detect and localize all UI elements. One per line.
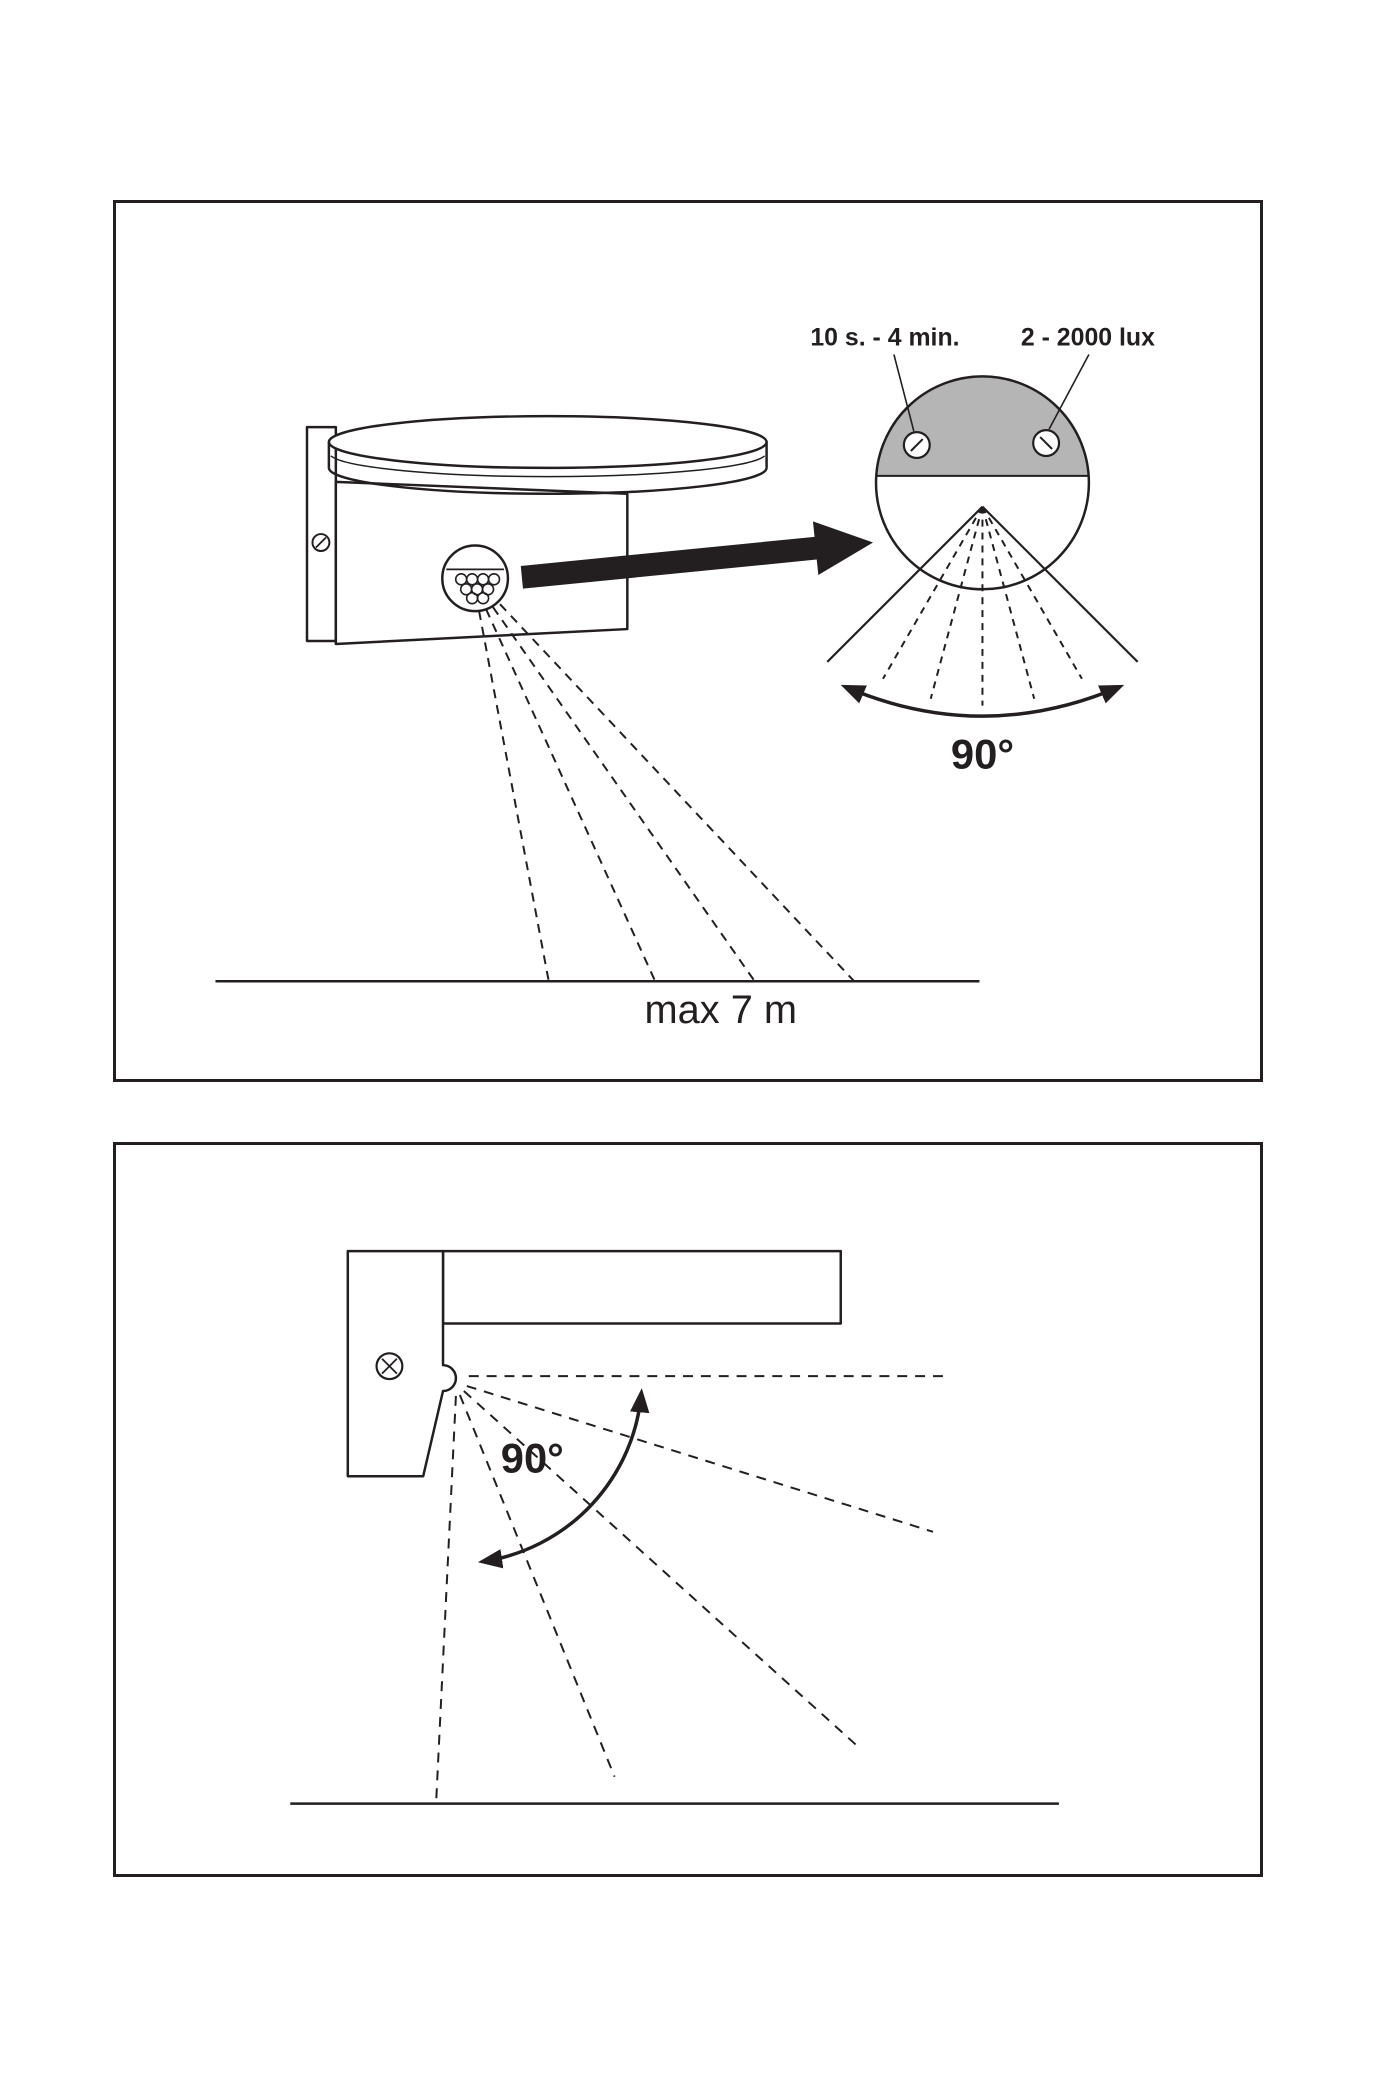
time-range-label: 10 s. - 4 min. xyxy=(810,324,959,352)
detection-range-drawing: max 7 m 10 s. - 4 min. xyxy=(215,324,1155,1032)
tilt-angle-label: 90° xyxy=(501,1434,564,1481)
tilt-adjustment-drawing: 90° xyxy=(290,1249,1059,1805)
detection-range-label: max 7 m xyxy=(645,988,798,1032)
time-dial-leader-line xyxy=(893,354,915,432)
tilt-arc-arrow xyxy=(477,1388,650,1569)
tilt-rays xyxy=(435,1375,946,1804)
lux-range-label: 2 - 2000 lux xyxy=(1021,324,1155,352)
pir-sensor-icon xyxy=(441,544,510,613)
lamp-disc xyxy=(327,414,768,496)
sensor-housing xyxy=(876,375,1089,476)
screw-slot xyxy=(315,536,327,549)
zoom-arrow-icon xyxy=(520,521,874,589)
mounting-plate xyxy=(305,425,338,643)
detection-range-figure: max 7 m 10 s. - 4 min. xyxy=(113,200,1263,1082)
detection-fan xyxy=(826,505,1139,706)
lux-dial-leader-line xyxy=(1048,354,1090,430)
bracket-arm xyxy=(441,1249,842,1325)
detection-rays xyxy=(478,603,855,982)
tilt-adjustment-figure: 90° xyxy=(113,1142,1263,1877)
angle-arc-arrow xyxy=(840,684,1125,718)
wall-bracket xyxy=(346,1249,842,1478)
wall-light-fixture xyxy=(305,414,768,646)
detection-angle-label: 90° xyxy=(951,730,1014,777)
